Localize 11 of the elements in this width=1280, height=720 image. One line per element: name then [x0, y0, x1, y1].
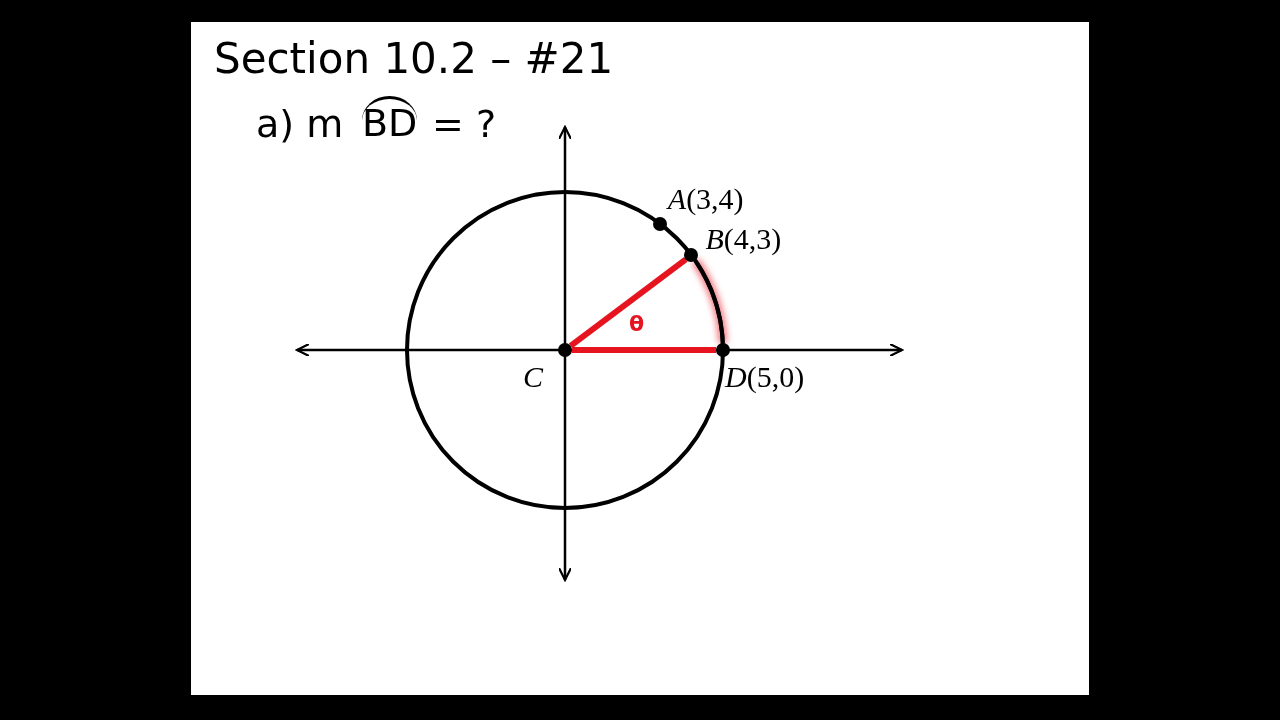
title: Section 10.2 – #21: [214, 34, 614, 83]
angle-label: θ: [629, 311, 645, 336]
question-text: = ?: [432, 102, 497, 146]
arc-name: BD: [362, 96, 418, 145]
question-text: a) m: [256, 102, 344, 146]
point-label: A(3,4): [667, 181, 744, 216]
radius-line: [572, 347, 716, 353]
point-label: B(4,3): [705, 222, 782, 257]
radius-line: [568, 257, 688, 349]
point-label: C: [523, 360, 543, 394]
point-label: D(5,0): [725, 360, 805, 394]
